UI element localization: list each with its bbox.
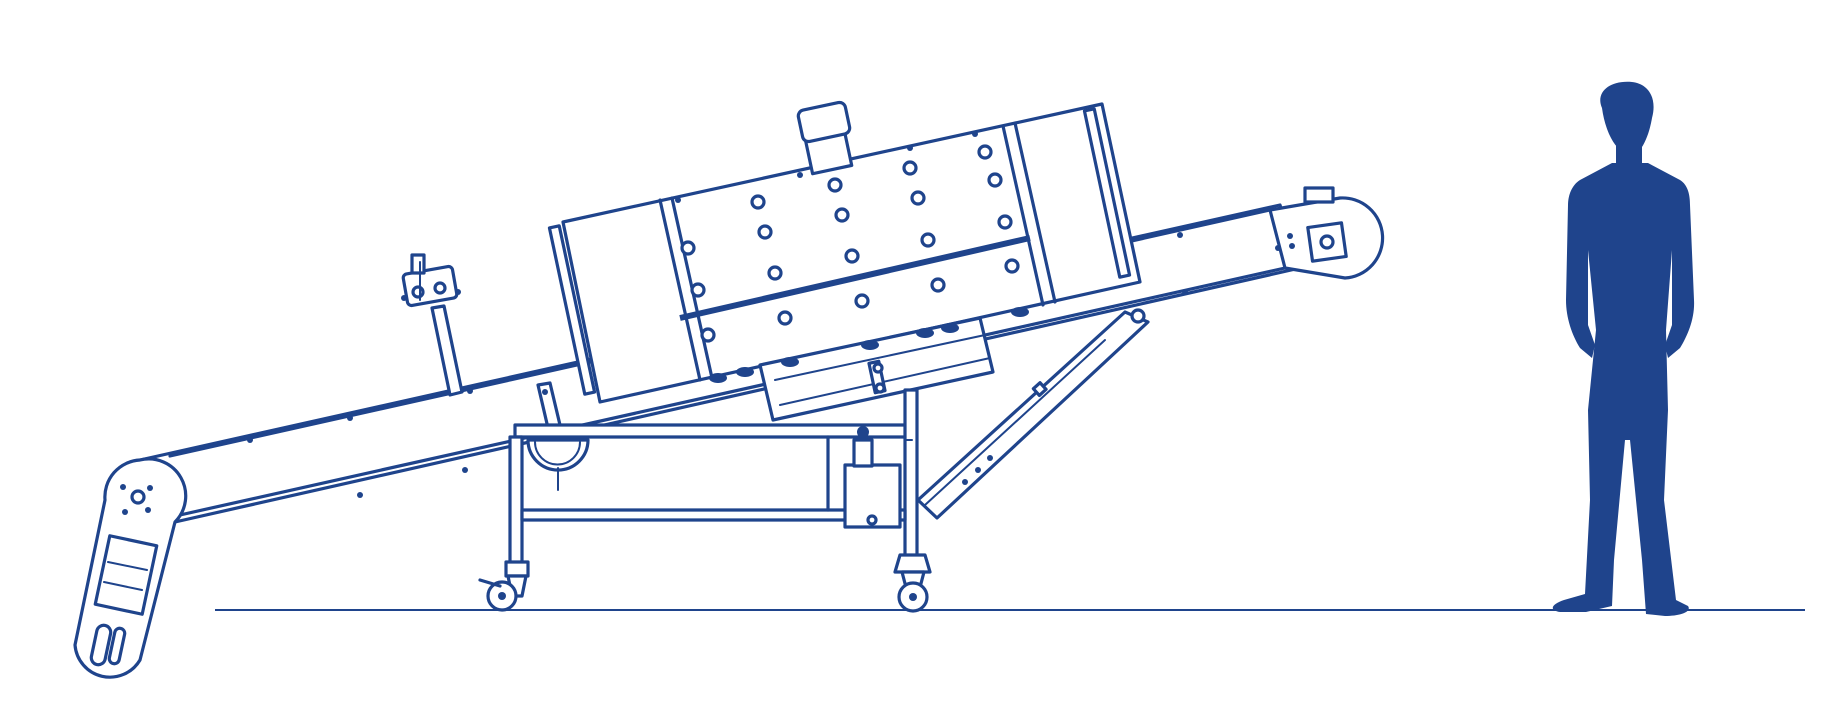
rear-caster bbox=[478, 560, 530, 612]
processing-drum-housing bbox=[547, 102, 1142, 404]
human-scale-figure bbox=[1552, 81, 1695, 616]
sensor-mount bbox=[401, 253, 464, 397]
lower-pulley-housing bbox=[73, 457, 188, 679]
front-caster bbox=[893, 553, 932, 613]
top-outlet-stub bbox=[796, 100, 854, 176]
diagonal-support-strut bbox=[916, 308, 1150, 520]
collector-box bbox=[709, 307, 1029, 422]
upper-head-pulley bbox=[1268, 186, 1385, 280]
